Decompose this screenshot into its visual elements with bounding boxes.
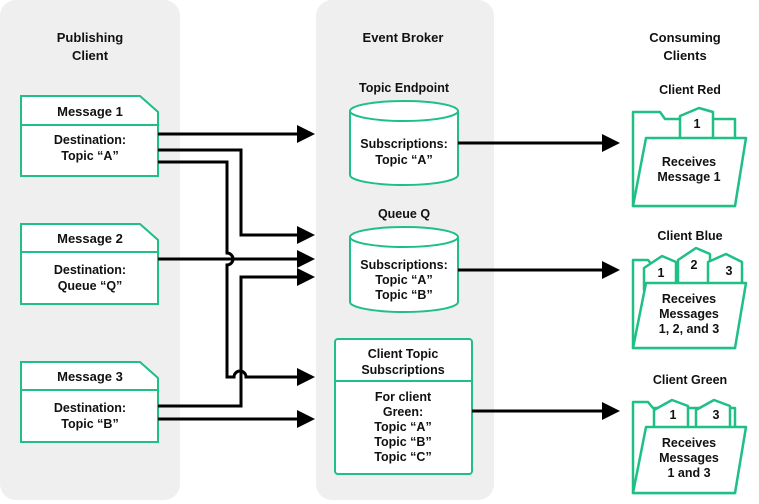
message-2-dest-line2: Queue “Q” bbox=[58, 279, 123, 293]
client-red-text-line1: Receives bbox=[662, 155, 716, 169]
client-red-folder: 1 Receives Message 1 bbox=[631, 106, 748, 208]
message-1-dest-line1: Destination: bbox=[54, 133, 126, 147]
client-green-text-line3: 1 and 3 bbox=[667, 466, 710, 480]
client-topic-subscriptions-box: Client Topic Subscriptions For client Gr… bbox=[334, 338, 473, 475]
client-subs-line5: Topic “C” bbox=[374, 450, 431, 464]
client-subs-line1: For client bbox=[375, 390, 432, 404]
message-card-2: Message 2 Destination: Queue “Q” bbox=[20, 223, 159, 305]
client-subs-line2: Green: bbox=[383, 405, 423, 419]
svg-text:2: 2 bbox=[691, 258, 698, 272]
client-red-text-line2: Message 1 bbox=[657, 170, 720, 184]
arrow-msg1-client-subs bbox=[158, 160, 315, 386]
queue-title: Queue Q bbox=[378, 207, 430, 221]
message-card-1: Message 1 Destination: Topic “A” bbox=[20, 95, 159, 177]
client-subs-line4: Topic “B” bbox=[374, 435, 431, 449]
client-green-text-line2: Messages bbox=[659, 451, 719, 465]
message-1-label: Message 1 bbox=[57, 104, 123, 119]
client-blue-text-line3: 1, 2, and 3 bbox=[659, 322, 719, 336]
client-blue-folder: 1 2 3 Receives Messages 1, 2, and 3 bbox=[631, 246, 748, 350]
client-subs-header-line1: Client Topic bbox=[368, 347, 439, 361]
broker-title: Event Broker bbox=[363, 30, 444, 45]
client-green-name: Client Green bbox=[653, 373, 727, 387]
message-3-dest-line1: Destination: bbox=[54, 401, 126, 415]
publishing-title-line1: Publishing bbox=[57, 30, 124, 45]
client-blue-name: Client Blue bbox=[657, 229, 722, 243]
svg-text:1: 1 bbox=[658, 266, 665, 280]
arrow-msg1-queue bbox=[158, 148, 315, 244]
client-subs-line3: Topic “A” bbox=[374, 420, 431, 434]
client-red-name: Client Red bbox=[659, 83, 721, 97]
topic-endpoint-title: Topic Endpoint bbox=[359, 81, 450, 95]
topic-endpoint-line1: Subscriptions: bbox=[360, 137, 448, 151]
message-2-dest-line1: Destination: bbox=[54, 263, 126, 277]
consuming-title-line2: Clients bbox=[663, 48, 706, 63]
client-green-folder: 1 3 Receives Messages 1 and 3 bbox=[631, 398, 748, 495]
client-red-tab-1: 1 bbox=[678, 106, 715, 142]
topic-endpoint-cylinder: Subscriptions: Topic “A” bbox=[349, 100, 459, 186]
message-card-3: Message 3 Destination: Topic “B” bbox=[20, 361, 159, 443]
publishing-title-line2: Client bbox=[72, 48, 109, 63]
client-blue-tab-1: 1 bbox=[642, 254, 678, 292]
client-green-text-line1: Receives bbox=[662, 436, 716, 450]
client-subs-header-line2: Subscriptions bbox=[361, 363, 444, 377]
queue-line1: Subscriptions: bbox=[360, 258, 448, 272]
message-3-dest-line2: Topic “B” bbox=[61, 417, 118, 431]
message-2-label: Message 2 bbox=[57, 231, 123, 246]
queue-line3: Topic “B” bbox=[375, 288, 432, 302]
client-blue-text-line2: Messages bbox=[659, 307, 719, 321]
svg-text:3: 3 bbox=[713, 408, 720, 422]
svg-text:1: 1 bbox=[694, 117, 701, 131]
arrow-msg3-queue bbox=[158, 268, 315, 408]
message-3-label: Message 3 bbox=[57, 369, 123, 384]
topic-endpoint-line2: Topic “A” bbox=[375, 153, 432, 167]
connectors bbox=[158, 125, 620, 428]
queue-q-cylinder: Subscriptions: Topic “A” Topic “B” bbox=[349, 226, 459, 313]
client-blue-text-line1: Receives bbox=[662, 292, 716, 306]
consuming-title-line1: Consuming bbox=[649, 30, 721, 45]
queue-line2: Topic “A” bbox=[375, 273, 432, 287]
svg-text:3: 3 bbox=[726, 264, 733, 278]
svg-text:1: 1 bbox=[670, 408, 677, 422]
message-1-dest-line2: Topic “A” bbox=[61, 149, 118, 163]
